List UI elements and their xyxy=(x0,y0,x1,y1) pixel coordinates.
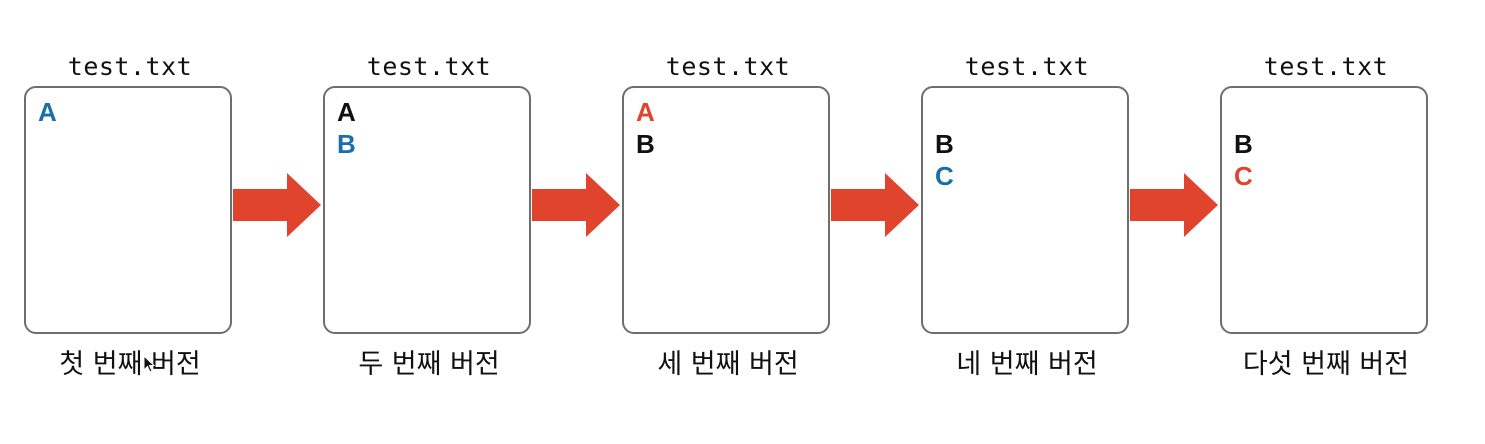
file-line-b: B xyxy=(337,129,356,159)
version-label: 네 번째 버전 xyxy=(956,349,1098,380)
file-line-b: B xyxy=(636,129,655,159)
right-arrow-icon xyxy=(831,173,919,237)
version-1: test.txt A 첫 번째 버전 xyxy=(24,0,236,444)
filename-label: test.txt xyxy=(964,52,1090,81)
filename-label: test.txt xyxy=(1263,52,1389,81)
version-label: 다섯 번째 버전 xyxy=(1242,349,1410,380)
file-line-c: C xyxy=(1234,161,1253,191)
file-line-a: A xyxy=(636,97,655,127)
filename-label: test.txt xyxy=(67,52,193,81)
right-arrow-icon xyxy=(233,173,321,237)
filename-label: test.txt xyxy=(665,52,791,81)
filename-label: test.txt xyxy=(366,52,492,81)
file-line-a: A xyxy=(38,97,57,127)
version-label: 세 번째 버전 xyxy=(657,349,799,380)
right-arrow-icon xyxy=(1130,173,1218,237)
version-label: 첫 번째 버전 xyxy=(59,349,201,380)
file-line-b: B xyxy=(1234,129,1253,159)
mouse-pointer-icon xyxy=(143,355,155,373)
right-arrow-icon xyxy=(532,173,620,237)
file-line-a: A xyxy=(337,97,356,127)
version-label: 두 번째 버전 xyxy=(358,349,500,380)
file-box: A xyxy=(24,86,232,334)
file-line-c: C xyxy=(935,161,954,191)
file-line-b: B xyxy=(935,129,954,159)
